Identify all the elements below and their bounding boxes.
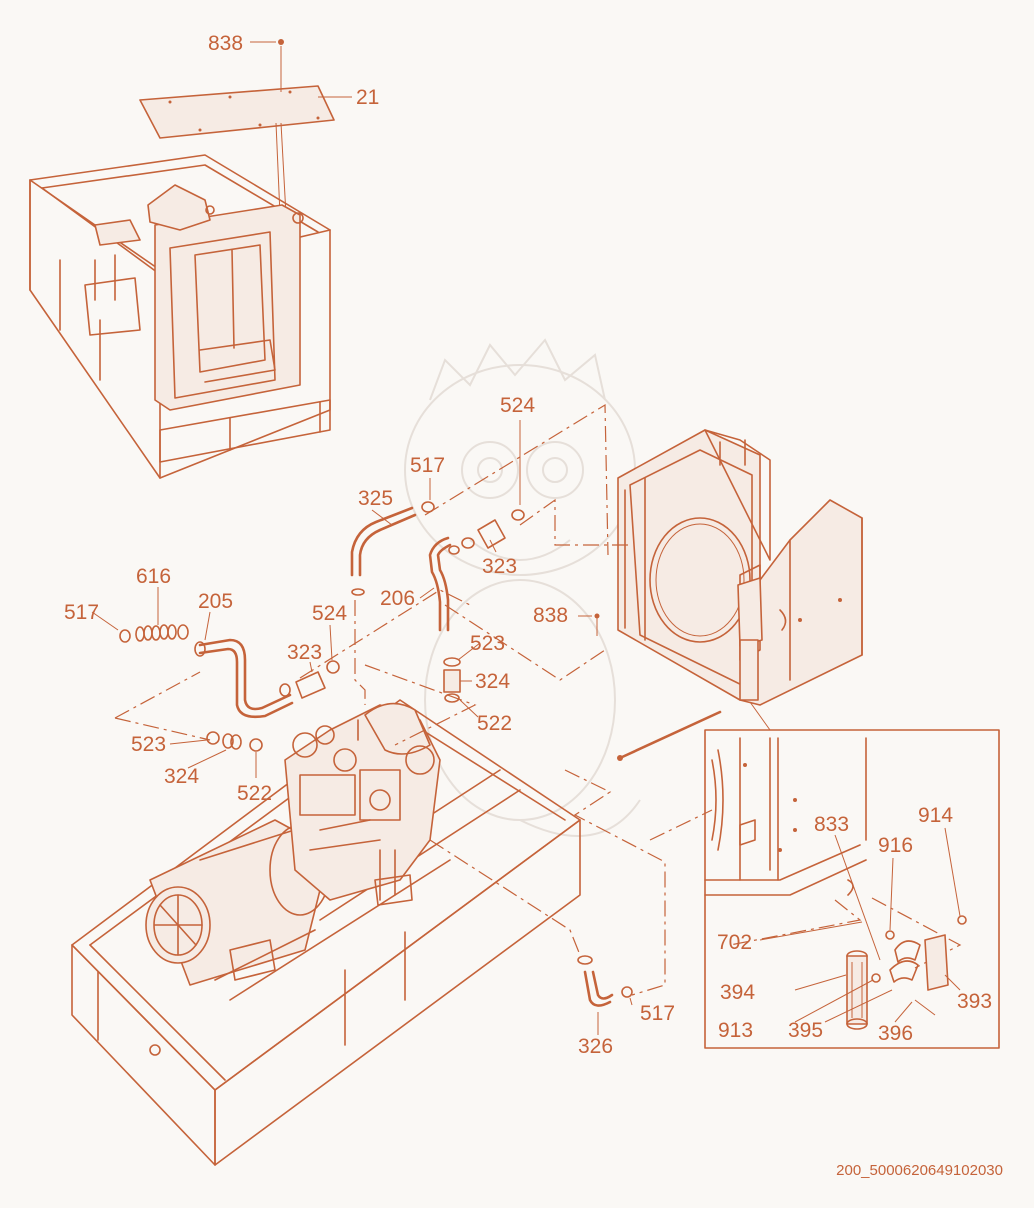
callout-323: 323 bbox=[287, 641, 322, 664]
callout-833: 833 bbox=[814, 813, 849, 836]
generator bbox=[145, 819, 331, 986]
watermark-mascot bbox=[404, 338, 641, 837]
callout-522: 522 bbox=[477, 712, 512, 735]
callout-838: 838 bbox=[208, 32, 243, 55]
lower-hose-326 bbox=[577, 955, 633, 1007]
callout-523: 523 bbox=[470, 632, 505, 655]
callout-616: 616 bbox=[136, 565, 171, 588]
callout-21: 21 bbox=[356, 86, 379, 109]
detail-inset bbox=[704, 701, 1000, 1049]
callout-394: 394 bbox=[720, 981, 755, 1004]
callout-524: 524 bbox=[312, 602, 347, 625]
callout-206: 206 bbox=[380, 587, 415, 610]
callout-702: 702 bbox=[717, 931, 752, 954]
callout-522: 522 bbox=[237, 782, 272, 805]
rod-to-detail bbox=[594, 613, 722, 761]
callout-523: 523 bbox=[131, 733, 166, 756]
callout-395: 395 bbox=[788, 1019, 823, 1042]
radiator-housing bbox=[617, 429, 863, 706]
upper-hose-206 bbox=[428, 509, 525, 632]
callout-205: 205 bbox=[198, 590, 233, 613]
leader-lines bbox=[91, 41, 961, 1035]
document-number: 200_5000620649102030 bbox=[836, 1162, 1003, 1179]
assembly-lines bbox=[114, 403, 713, 996]
upper-hose-325 bbox=[350, 501, 435, 596]
spring-616 bbox=[119, 624, 189, 643]
left-fittings-523-324-522 bbox=[206, 731, 263, 752]
enclosure-frame bbox=[29, 154, 331, 479]
engine bbox=[284, 702, 441, 906]
callout-916: 916 bbox=[878, 834, 913, 857]
callout-524: 524 bbox=[500, 394, 535, 417]
callout-324: 324 bbox=[475, 670, 510, 693]
callout-914: 914 bbox=[918, 804, 953, 827]
callout-323: 323 bbox=[482, 555, 517, 578]
left-pipe-205 bbox=[194, 638, 340, 719]
roof-panel bbox=[139, 39, 335, 216]
callout-517: 517 bbox=[410, 454, 445, 477]
lower-fittings-324 bbox=[443, 657, 461, 703]
callout-393: 393 bbox=[957, 990, 992, 1013]
callout-517: 517 bbox=[64, 601, 99, 624]
callout-396: 396 bbox=[878, 1022, 913, 1045]
callout-838: 838 bbox=[533, 604, 568, 627]
callout-517: 517 bbox=[640, 1002, 675, 1025]
callout-326: 326 bbox=[578, 1035, 613, 1058]
callout-labels: 838 21 524 517 325 323 206 616 205 517 5… bbox=[64, 32, 992, 1058]
callout-325: 325 bbox=[358, 487, 393, 510]
callout-324: 324 bbox=[164, 765, 199, 788]
callout-913: 913 bbox=[718, 1019, 753, 1042]
